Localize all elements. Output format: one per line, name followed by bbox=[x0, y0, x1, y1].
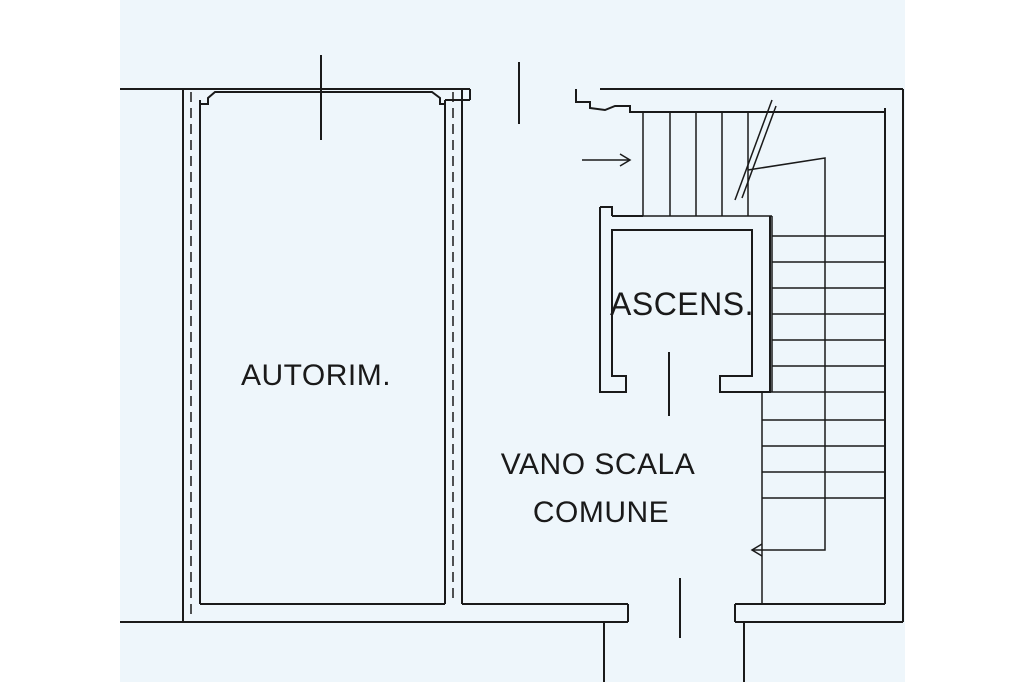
garage-label: AUTORIM. bbox=[241, 359, 391, 392]
elevator-label: ASCENS. bbox=[610, 286, 754, 322]
stairwell-label-line2: COMUNE bbox=[533, 496, 669, 529]
walls bbox=[120, 55, 904, 682]
stair-direction-arrow-bottom bbox=[750, 543, 763, 557]
elevator-shaft-walls bbox=[599, 206, 771, 393]
stair-upper-flight bbox=[642, 112, 772, 217]
stairwell-label-line1: VANO SCALA bbox=[501, 448, 696, 481]
stair-side-flight bbox=[761, 216, 885, 604]
stair-break-line bbox=[734, 99, 777, 201]
stairwell-bottom-walls bbox=[734, 603, 903, 623]
stair-top-wall bbox=[575, 89, 885, 113]
stair-direction-arrow-top bbox=[582, 153, 632, 167]
paper-area bbox=[120, 0, 905, 682]
garage-walls bbox=[120, 89, 629, 623]
stair-walking-line bbox=[747, 157, 826, 551]
